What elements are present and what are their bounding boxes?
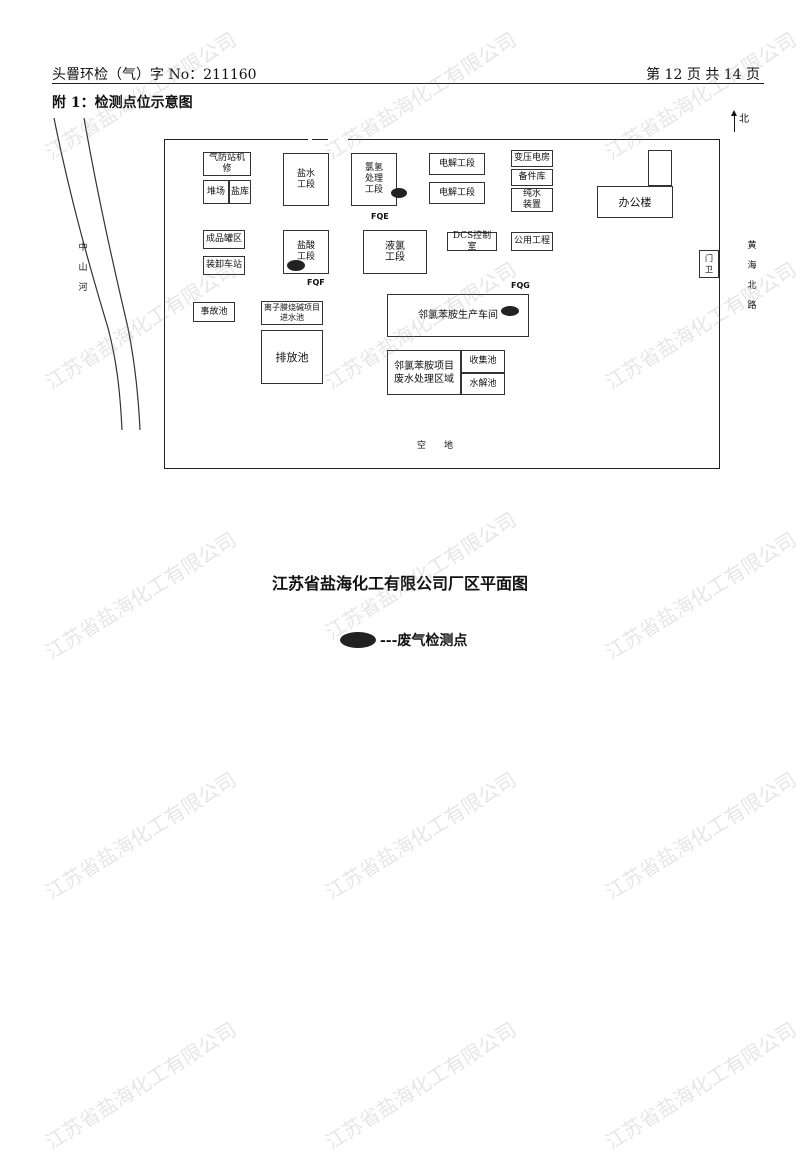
building-electrolysis-1: 电解工段	[429, 153, 485, 175]
page-number: 第 12 页 共 14 页	[646, 67, 760, 83]
site-plan: 气防站机修 堆场 盐库 盐水工段 氯氢处理工段 电解工段 电解工段 变压电房 备…	[164, 137, 720, 469]
building-accident-pool: 事故池	[193, 302, 235, 322]
building-chlorine: 氯氢处理工段	[351, 153, 397, 206]
building-ion-membrane-pool: 离子膜烧碱项目进水池	[261, 301, 323, 325]
north-label: 北	[739, 114, 749, 125]
building-collection-pool: 收集池	[461, 350, 505, 373]
river-label: 中山河	[78, 243, 88, 293]
watermark: 江苏省盐海化工有限公司	[321, 767, 521, 905]
watermark: 江苏省盐海化工有限公司	[41, 527, 241, 665]
building-hcl: 盐酸工段	[283, 230, 329, 274]
monitoring-point-legend-icon	[340, 632, 376, 648]
building-spare-parts: 备件库	[511, 169, 553, 186]
building-product-tank: 成品罐区	[203, 230, 245, 249]
building-gate: 门卫	[699, 250, 719, 278]
watermark: 江苏省盐海化工有限公司	[601, 1017, 800, 1155]
building-salt-store: 盐库	[229, 180, 251, 204]
monitoring-point-fqf: FQF	[307, 278, 325, 287]
watermark: 江苏省盐海化工有限公司	[41, 1017, 241, 1155]
plan-caption: 江苏省盐海化工有限公司厂区平面图	[271, 574, 528, 593]
building-hydrolysis-pool: 水解池	[461, 373, 505, 395]
watermark: 江苏省盐海化工有限公司	[601, 767, 800, 905]
monitoring-point-fqe-marker	[391, 188, 407, 198]
building-electrolysis-2: 电解工段	[429, 182, 485, 204]
monitoring-point-fqg-marker	[501, 306, 519, 316]
building-gas-station: 气防站机修	[203, 152, 251, 176]
building-office: 办公楼	[597, 186, 673, 218]
building-utility: 公用工程	[511, 232, 553, 251]
building-brine: 盐水工段	[283, 153, 329, 206]
building-yard: 堆场	[203, 180, 229, 204]
road-label: 黄海北路	[747, 241, 757, 311]
document-number: 头罾环检（气）字 No：211160	[52, 67, 257, 83]
monitoring-point-fqf-marker	[287, 260, 305, 271]
monitoring-point-fqg: FQG	[511, 281, 530, 290]
north-arrow-icon	[731, 110, 737, 132]
watermark: 江苏省盐海化工有限公司	[41, 767, 241, 905]
building-discharge-pool: 排放池	[261, 330, 323, 384]
watermark: 江苏省盐海化工有限公司	[321, 1017, 521, 1155]
building-dcs: DCS控制室	[447, 231, 497, 252]
header-divider	[52, 83, 764, 84]
empty-land-label: 空 地	[417, 441, 454, 451]
legend: ---废气检测点	[340, 630, 467, 650]
monitoring-point-fqe: FQE	[371, 212, 389, 221]
attachment-title: 附 1：检测点位示意图	[52, 95, 193, 111]
building-loading-station: 装卸车站	[203, 256, 245, 275]
building-wastewater-area: 邻氯苯胺项目废水处理区域	[387, 350, 461, 395]
watermark: 江苏省盐海化工有限公司	[601, 527, 800, 665]
building-workshop: 邻氯苯胺生产车间	[387, 294, 529, 337]
building-pure-water: 纯水装置	[511, 188, 553, 212]
building-liquid-chlorine: 液氯工段	[363, 230, 427, 274]
legend-text: ---废气检测点	[380, 633, 468, 649]
river-shape	[53, 118, 141, 431]
building-substation: 变压电房	[511, 150, 553, 167]
